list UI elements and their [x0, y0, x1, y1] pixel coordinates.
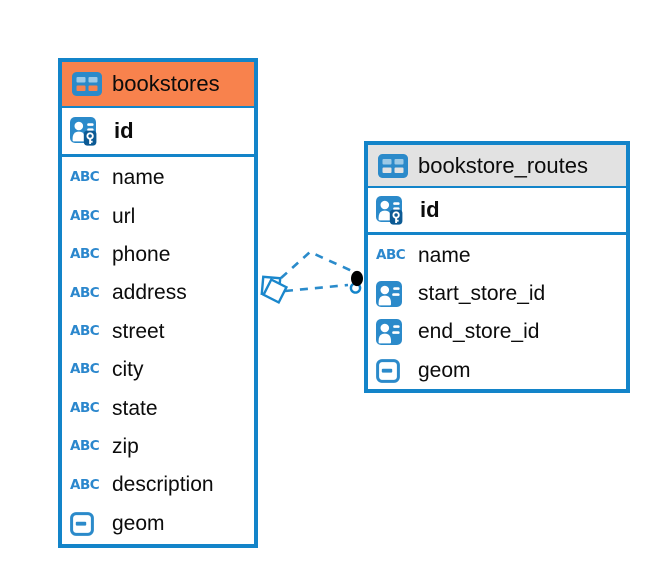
- column-label: address: [112, 281, 187, 305]
- primary-key-icon: [70, 116, 102, 146]
- table-header-bookstores[interactable]: bookstores: [62, 62, 254, 108]
- table-title: bookstore_routes: [418, 152, 588, 178]
- foreign-key-icon: [376, 281, 408, 308]
- text-type-icon: ABC: [70, 438, 100, 455]
- column-row-geom[interactable]: geom: [62, 505, 254, 543]
- table-icon: [72, 72, 102, 96]
- primary-key-row[interactable]: id: [368, 188, 626, 235]
- column-label: start_store_id: [418, 282, 546, 306]
- column-label: description: [112, 473, 214, 497]
- column-label: geom: [112, 511, 165, 535]
- table-icon: [378, 153, 408, 178]
- source-diamond-marker-1[interactable]: [260, 275, 282, 297]
- column-list: ABC name start_store_id end_store_id geom: [368, 235, 626, 390]
- text-type-icon: ABC: [70, 284, 100, 301]
- column-row-geom[interactable]: geom: [368, 352, 626, 390]
- column-row-name[interactable]: ABC name: [62, 159, 254, 197]
- text-type-icon: ABC: [70, 361, 100, 378]
- column-label: street: [112, 319, 165, 343]
- primary-key-label: id: [420, 197, 440, 222]
- column-row-end_store_id[interactable]: end_store_id: [368, 313, 626, 351]
- primary-key-row[interactable]: id: [62, 108, 254, 157]
- column-row-city[interactable]: ABC city: [62, 351, 254, 389]
- column-row-phone[interactable]: ABC phone: [62, 236, 254, 274]
- source-diamond-marker-2[interactable]: [261, 277, 289, 305]
- text-type-icon: ABC: [70, 399, 100, 416]
- column-row-url[interactable]: ABC url: [62, 197, 254, 235]
- column-label: phone: [112, 242, 171, 266]
- text-type-icon: ABC: [70, 169, 100, 186]
- relationship-line-2[interactable]: [284, 283, 349, 293]
- geometry-type-icon: [376, 358, 408, 383]
- primary-key-icon: [376, 195, 408, 225]
- text-type-icon: ABC: [70, 323, 100, 339]
- table-title: bookstores: [112, 71, 220, 96]
- geometry-type-icon: [70, 511, 102, 536]
- foreign-key-icon: [376, 319, 408, 346]
- column-label: city: [112, 358, 144, 382]
- column-label: state: [112, 396, 158, 420]
- column-row-address[interactable]: ABC address: [62, 274, 254, 312]
- entity-table-bookstore-routes[interactable]: bookstore_routes id ABC name start_store_…: [364, 141, 630, 393]
- column-label: zip: [112, 434, 139, 458]
- text-type-icon: ABC: [70, 476, 100, 493]
- column-row-start_store_id[interactable]: start_store_id: [368, 275, 626, 313]
- column-label: geom: [418, 358, 471, 382]
- column-label: url: [112, 204, 136, 228]
- target-ring-marker[interactable]: [349, 282, 362, 294]
- column-row-name[interactable]: ABC name: [368, 237, 626, 275]
- column-row-zip[interactable]: ABC zip: [62, 428, 254, 466]
- primary-key-label: id: [114, 118, 134, 143]
- column-row-street[interactable]: ABC street: [62, 313, 254, 351]
- column-row-state[interactable]: ABC state: [62, 389, 254, 427]
- column-label: end_store_id: [418, 320, 540, 344]
- column-row-description[interactable]: ABC description: [62, 466, 254, 504]
- target-dot-marker[interactable]: [351, 270, 363, 287]
- text-type-icon: ABC: [70, 207, 100, 224]
- relationship-line-1[interactable]: [280, 250, 353, 279]
- column-label: name: [112, 166, 165, 190]
- column-label: name: [418, 244, 471, 268]
- table-header-bookstore-routes[interactable]: bookstore_routes: [368, 145, 626, 188]
- text-type-icon: ABC: [70, 246, 100, 263]
- text-type-icon: ABC: [376, 247, 406, 264]
